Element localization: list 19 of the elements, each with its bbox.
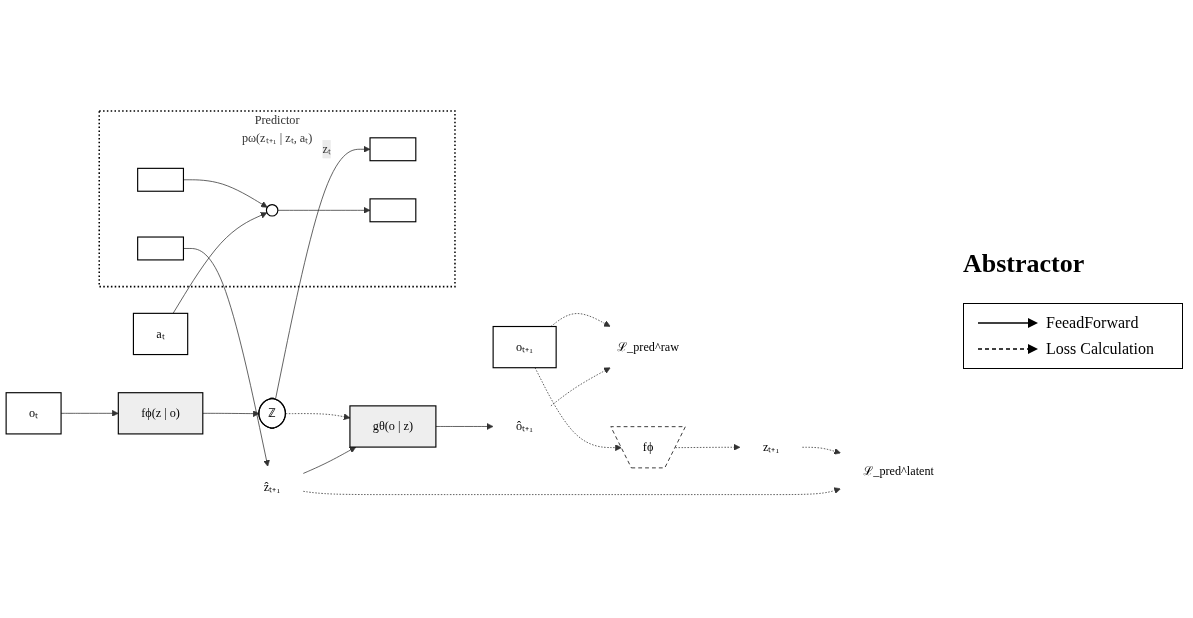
- node-text: ℒ_pred^raw: [617, 339, 679, 353]
- node-text: ℒ_pred^latent: [863, 463, 934, 477]
- node-box: gθ(o | z): [349, 404, 437, 448]
- node-bar: [369, 197, 417, 222]
- node-text: ôₜ₊₁: [516, 419, 534, 433]
- legend-text: Loss Calculation: [1046, 340, 1154, 358]
- node-box: fϕ(z | o): [117, 391, 204, 435]
- node-box: oₜ₊₁: [492, 325, 557, 368]
- node-box: aₜ: [132, 312, 189, 355]
- node-bar: [137, 236, 184, 261]
- section-label: Abstractor: [963, 249, 1086, 279]
- node-bar: [369, 136, 417, 161]
- edge-label: zₜ: [322, 142, 331, 156]
- node-circle: [265, 203, 279, 217]
- node-box: oₜ: [5, 391, 62, 435]
- node-text: ẑₜ₊₁: [263, 479, 281, 493]
- legend-text: FeeadForward: [1046, 314, 1139, 332]
- node-text: zₜ₊₁: [762, 440, 780, 454]
- node-bar: [137, 167, 184, 192]
